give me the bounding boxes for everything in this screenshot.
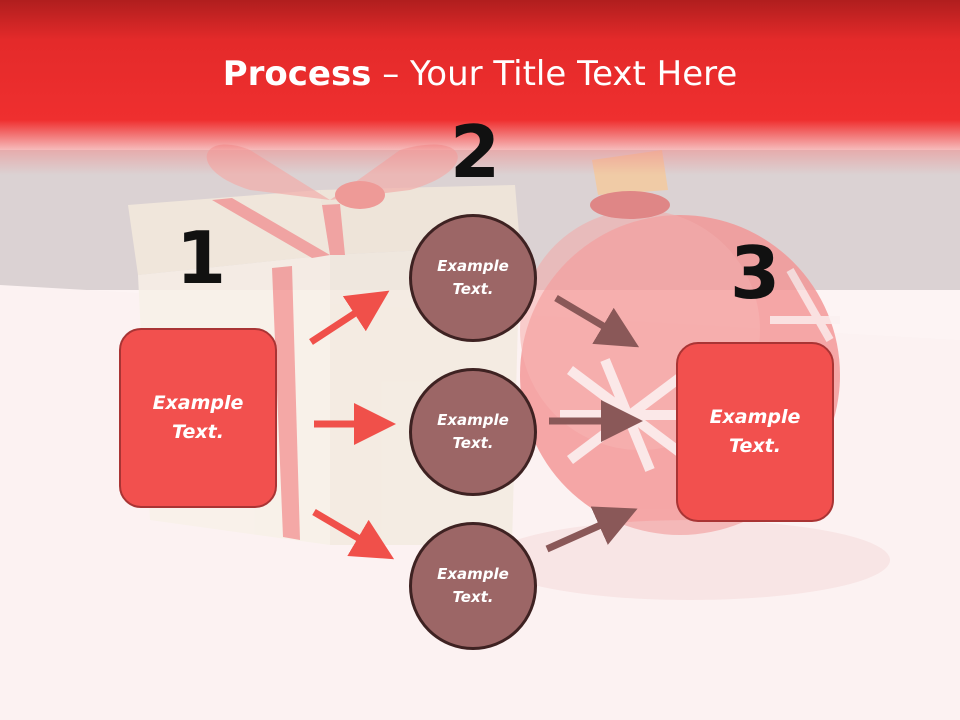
step3-box-text: Example Text. (709, 406, 801, 457)
title-rest: – Your Title Text Here (371, 54, 738, 94)
slide-title[interactable]: Process – Your Title Text Here (0, 52, 960, 96)
step1-box-text: Example Text. (152, 392, 244, 443)
step-number-3: 3 (730, 231, 781, 315)
title-bold: Process (222, 54, 372, 94)
circle-top-text: Example Text. (437, 257, 509, 298)
step2-circle-middle[interactable]: Example Text. (409, 368, 537, 496)
circle-middle-text: Example Text. (437, 411, 509, 452)
circle-bottom-text: Example Text. (437, 565, 509, 606)
title-banner (0, 0, 960, 175)
step1-box[interactable]: Example Text. (119, 328, 277, 508)
step2-circle-top[interactable]: Example Text. (409, 214, 537, 342)
step2-circle-bottom[interactable]: Example Text. (409, 522, 537, 650)
step-number-1: 1 (176, 216, 227, 300)
step3-box[interactable]: Example Text. (676, 342, 834, 522)
step-number-2: 2 (450, 110, 501, 194)
